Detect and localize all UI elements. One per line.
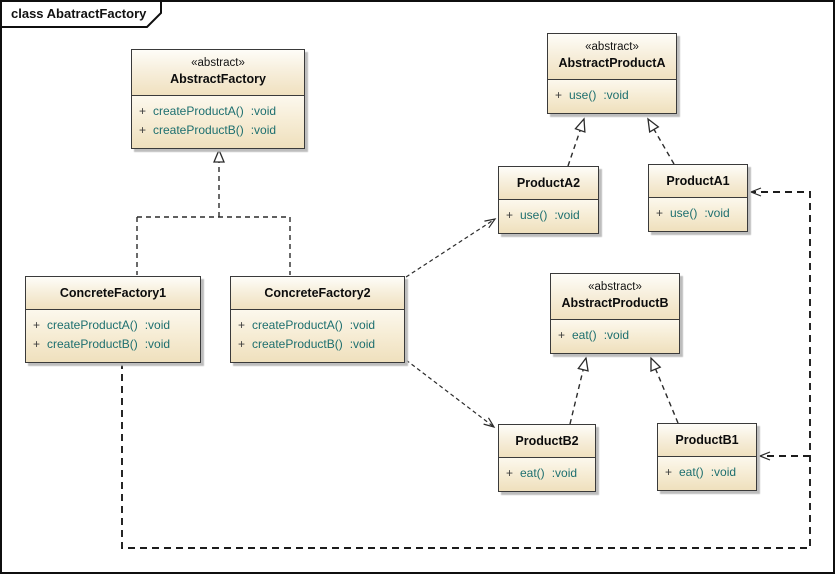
class-abstractproducta[interactable]: «abstract» AbstractProductA +use():void	[547, 33, 677, 114]
method-row: +use():void	[554, 88, 629, 102]
method-row: +eat():void	[664, 465, 737, 479]
methods-compartment: +eat():void	[551, 320, 679, 353]
realization-trunk-concretefactories-abstractfactory[interactable]	[136, 216, 291, 275]
method-row: +eat():void	[505, 466, 578, 480]
class-title-compartment: ProductB1	[658, 424, 756, 457]
class-producta2[interactable]: ProductA2 +use():void	[498, 166, 599, 234]
method-row: +createProductA():void	[237, 318, 376, 332]
class-concretefactory1[interactable]: ConcreteFactory1 +createProductA():void …	[25, 276, 201, 363]
class-title-compartment: ProductA2	[499, 167, 598, 200]
method-row: +createProductA():void	[138, 104, 277, 118]
methods-compartment: +createProductA():void +createProductB()…	[132, 96, 304, 148]
method-row: +createProductB():void	[32, 337, 171, 351]
class-title-compartment: «abstract» AbstractFactory	[132, 50, 304, 96]
frame-title: class AbatractFactory	[11, 6, 147, 21]
class-title-compartment: ProductA1	[649, 165, 747, 198]
class-abstractproductb[interactable]: «abstract» AbstractProductB +eat():void	[550, 273, 680, 354]
method-row: +createProductA():void	[32, 318, 171, 332]
method-row: +createProductB():void	[237, 337, 376, 351]
class-title-compartment: ProductB2	[499, 425, 595, 458]
realization-producta2-abstractproducta[interactable]	[567, 117, 586, 167]
dependency-concretefactory2-productb2[interactable]	[405, 359, 496, 428]
stereotype-label: «abstract»	[585, 41, 639, 53]
class-name: ConcreteFactory2	[264, 286, 371, 300]
frame-tab-outline	[2, 2, 162, 28]
methods-compartment: +createProductA():void +createProductB()…	[231, 310, 404, 362]
class-concretefactory2[interactable]: ConcreteFactory2 +createProductA():void …	[230, 276, 405, 363]
class-productb1[interactable]: ProductB1 +eat():void	[657, 423, 757, 491]
methods-compartment: +createProductA():void +createProductB()…	[26, 310, 200, 362]
class-title-compartment: «abstract» AbstractProductA	[548, 34, 676, 80]
class-abstractfactory[interactable]: «abstract» AbstractFactory +createProduc…	[131, 49, 305, 149]
class-name: ProductA2	[516, 176, 581, 190]
stereotype-label: «abstract»	[588, 281, 642, 293]
methods-compartment: +use():void	[548, 80, 676, 113]
class-name: ProductB1	[675, 433, 739, 447]
class-name: ConcreteFactory1	[59, 286, 167, 300]
realization-productb1-abstractproductb[interactable]	[650, 356, 679, 424]
class-name: ProductA1	[666, 174, 730, 188]
frame-tab: class AbatractFactory	[2, 2, 160, 27]
method-row: +eat():void	[557, 328, 630, 342]
method-row: +use():void	[505, 208, 580, 222]
class-name: AbstractProductB	[561, 296, 669, 310]
class-productb2[interactable]: ProductB2 +eat():void	[498, 424, 596, 492]
methods-compartment: +eat():void	[499, 458, 595, 491]
stereotype-label: «abstract»	[191, 57, 245, 69]
methods-compartment: +use():void	[649, 198, 747, 231]
realization-productb2-abstractproductb[interactable]	[569, 356, 589, 425]
class-name: AbstractProductA	[558, 56, 666, 70]
class-producta1[interactable]: ProductA1 +use():void	[648, 164, 748, 232]
methods-compartment: +use():void	[499, 200, 598, 233]
class-title-compartment: ConcreteFactory1	[26, 277, 200, 310]
dependency-concretefactory1-producta1[interactable]	[121, 187, 811, 549]
class-title-compartment: ConcreteFactory2	[231, 277, 404, 310]
class-name: AbstractFactory	[170, 72, 266, 86]
method-row: +use():void	[655, 206, 730, 220]
dependency-concretefactory2-producta2[interactable]	[405, 218, 497, 278]
class-title-compartment: «abstract» AbstractProductB	[551, 274, 679, 320]
class-name: ProductB2	[515, 434, 579, 448]
method-row: +createProductB():void	[138, 123, 277, 137]
methods-compartment: +eat():void	[658, 457, 756, 490]
realization-producta1-abstractproducta[interactable]	[647, 117, 675, 165]
